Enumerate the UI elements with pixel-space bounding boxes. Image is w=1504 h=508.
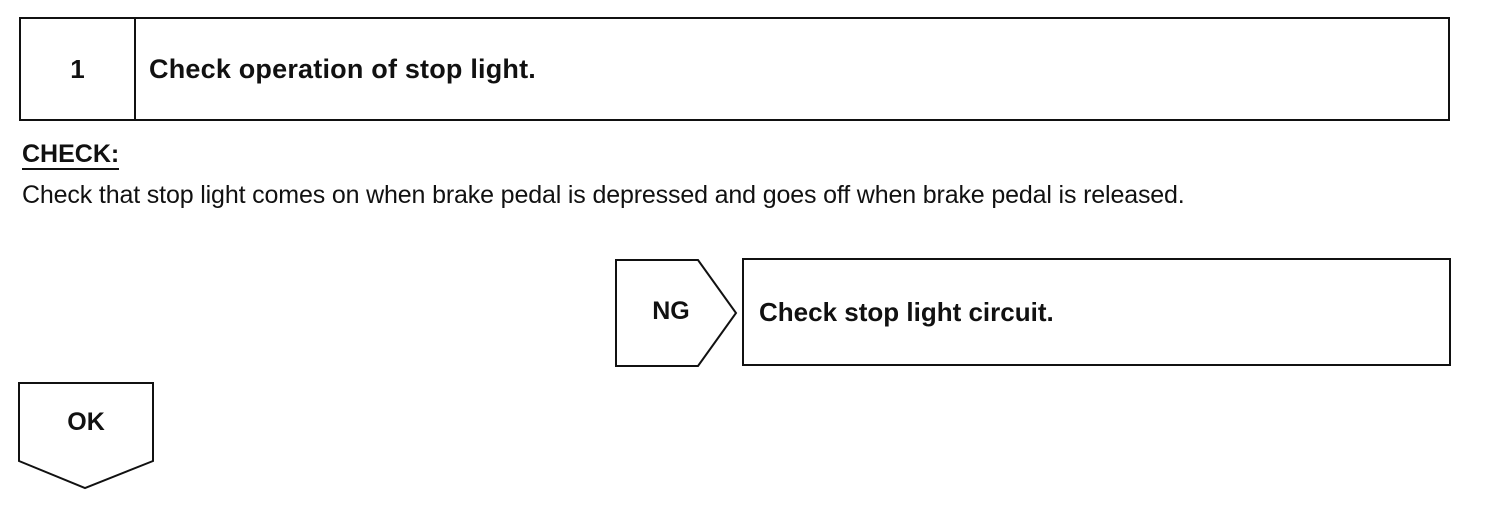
ok-label: OK [67, 408, 105, 436]
ng-label: NG [652, 297, 690, 325]
ng-arrow-box [615, 259, 738, 367]
step-title: Check operation of stop light. [149, 53, 537, 84]
step-number: 1 [21, 19, 136, 119]
ng-result-box: Check stop light circuit. [742, 258, 1451, 366]
ok-arrow-box [18, 382, 154, 490]
check-instruction: Check that stop light comes on when brak… [22, 181, 1185, 209]
step-header-box: 1 Check operation of stop light. [19, 17, 1450, 121]
check-label: CHECK: [22, 140, 120, 170]
ng-result-text: Check stop light circuit. [759, 296, 1054, 327]
